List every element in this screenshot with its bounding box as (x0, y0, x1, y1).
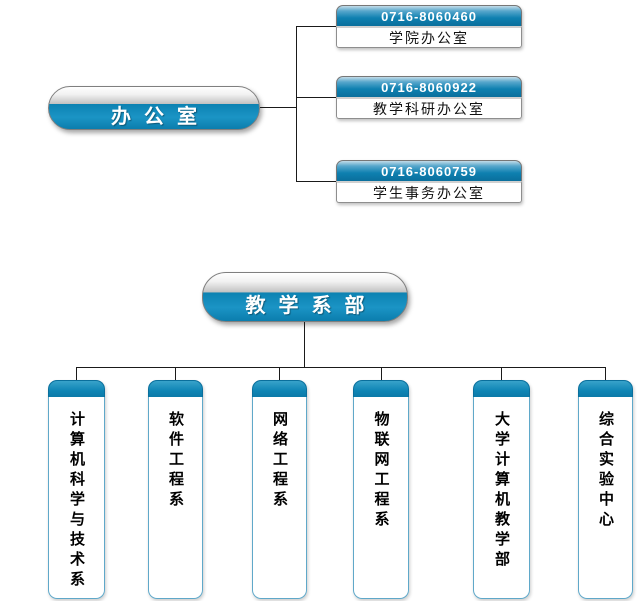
connector-line (381, 367, 382, 381)
department-body: 物联网工程系 (353, 397, 409, 599)
departments-root-label: 教学系部 (245, 292, 378, 317)
department-label: 计算机科学与技术系 (68, 411, 85, 591)
office-node-academy: 0716-8060460 学院办公室 (336, 5, 522, 48)
department-cap (578, 380, 633, 397)
department-cap (48, 380, 105, 397)
department-node-iot: 物联网工程系 (353, 380, 409, 599)
department-node-university-computing: 大学计算机教学部 (473, 380, 530, 599)
connector-line (296, 26, 297, 182)
connector-line (260, 107, 296, 108)
connector-line (501, 367, 502, 381)
department-node-software: 软件工程系 (148, 380, 203, 599)
department-body: 软件工程系 (148, 397, 203, 599)
department-cap (353, 380, 409, 397)
office-root-label: 办公室 (111, 103, 210, 128)
department-label: 大学计算机教学部 (493, 411, 510, 571)
department-cap (473, 380, 530, 397)
department-body: 计算机科学与技术系 (48, 397, 105, 599)
department-node-lab-center: 综合实验中心 (578, 380, 633, 599)
department-body: 网络工程系 (252, 397, 307, 599)
connector-line (296, 181, 336, 182)
office-phone: 0716-8060922 (336, 76, 522, 97)
office-node-student-affairs: 0716-8060759 学生事务办公室 (336, 160, 522, 203)
connector-line (304, 322, 305, 368)
office-node-teaching-research: 0716-8060922 教学科研办公室 (336, 76, 522, 119)
connector-line (76, 367, 77, 381)
office-name: 学院办公室 (336, 26, 522, 48)
office-phone: 0716-8060460 (336, 5, 522, 26)
office-name: 教学科研办公室 (336, 97, 522, 119)
department-node-network: 网络工程系 (252, 380, 307, 599)
department-cap (252, 380, 307, 397)
department-label: 网络工程系 (271, 411, 288, 511)
departments-root-node: 教学系部 (202, 272, 408, 322)
connector-line (279, 367, 280, 381)
department-node-cs: 计算机科学与技术系 (48, 380, 105, 599)
office-root-node: 办公室 (48, 86, 260, 130)
connector-line (605, 367, 606, 381)
office-phone: 0716-8060759 (336, 160, 522, 181)
connector-line (175, 367, 176, 381)
connector-line (296, 97, 336, 98)
department-cap (148, 380, 203, 397)
connector-line (296, 26, 336, 27)
department-label: 综合实验中心 (597, 411, 614, 531)
connector-line (76, 367, 606, 368)
department-body: 大学计算机教学部 (473, 397, 530, 599)
department-label: 软件工程系 (167, 411, 184, 511)
department-label: 物联网工程系 (372, 411, 390, 531)
office-name: 学生事务办公室 (336, 181, 522, 203)
department-body: 综合实验中心 (578, 397, 633, 599)
